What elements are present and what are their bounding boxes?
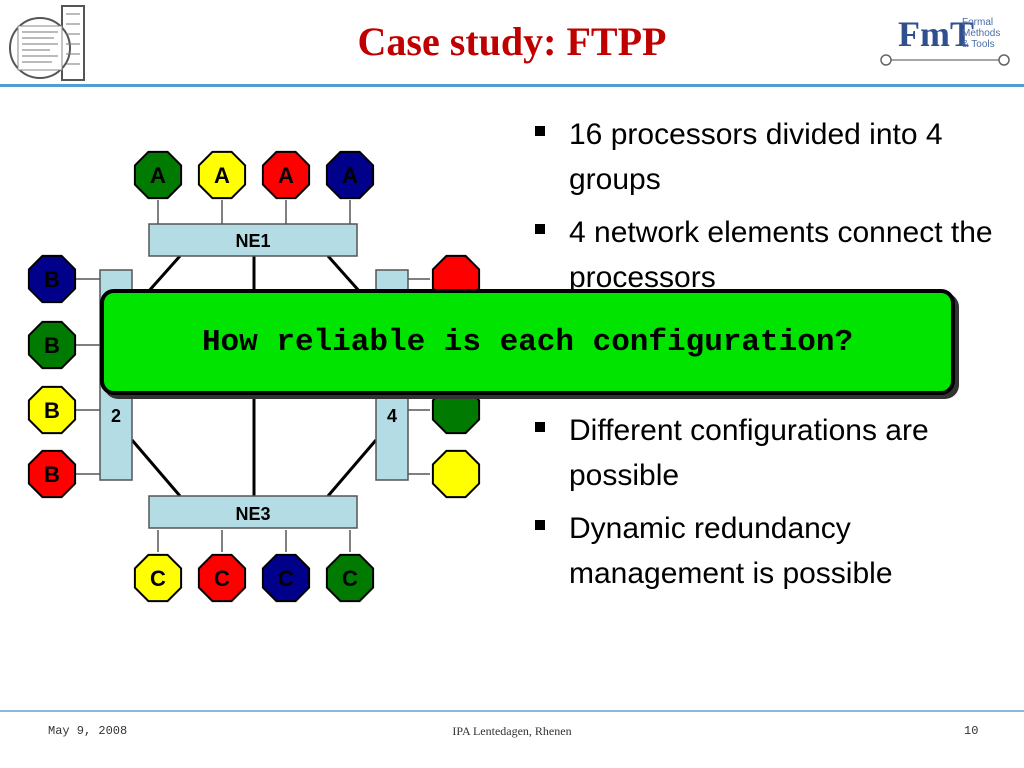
processor-label-a: A <box>214 163 230 188</box>
processor-node-d <box>431 449 481 499</box>
processor-label-a: A <box>342 163 358 188</box>
footer-event: IPA Lentedagen, Rhenen <box>452 724 572 738</box>
processor-node-d <box>431 385 481 435</box>
square-bullet-icon <box>535 422 545 432</box>
ne3-box <box>148 495 358 529</box>
processor-node-c <box>325 553 375 603</box>
processor-label-c: C <box>214 566 230 591</box>
processor-node-c <box>133 553 183 603</box>
processor-label-b: B <box>44 398 60 423</box>
question-banner: How reliable is each configuration? <box>100 289 955 395</box>
processor-node-b <box>27 320 77 370</box>
footer-date: May 9, 2008 <box>48 724 128 738</box>
fmt-logo-text: Formal Methods & Tools <box>962 17 1000 50</box>
processor-node-a <box>133 150 183 200</box>
ne4-number: 4 <box>387 406 397 426</box>
ftpp-network-diagram: NE1 NE3 2 4 A A A A C C C C B B B B <box>27 150 481 603</box>
bullet-list: 16 processors divided into 4 groups 4 ne… <box>533 112 1013 604</box>
ne1-label: NE1 <box>235 231 270 251</box>
bullet-item: 16 processors divided into 4 groups <box>533 112 1013 202</box>
processor-label-c: C <box>150 566 166 591</box>
processor-label-b: B <box>44 462 60 487</box>
processor-node-a <box>197 150 247 200</box>
processor-label-b: B <box>44 333 60 358</box>
ne2-number: 2 <box>111 406 121 426</box>
processor-node-a <box>261 150 311 200</box>
processor-node-b <box>27 449 77 499</box>
square-bullet-icon <box>535 520 545 530</box>
ne1-box <box>148 223 358 257</box>
processor-node-c <box>197 553 247 603</box>
processor-label-c: C <box>278 566 294 591</box>
processor-node-c <box>261 553 311 603</box>
processor-label-b: B <box>44 267 60 292</box>
fmt-logo-line: Formal <box>962 17 994 28</box>
fmt-logo-line: Methods <box>962 28 1001 39</box>
banner-text: How reliable is each configuration? <box>201 324 854 360</box>
processor-node-b <box>27 254 77 304</box>
fmt-logo-letters: FmT <box>898 14 974 54</box>
processor-label-c: C <box>342 566 358 591</box>
processor-label-a: A <box>278 163 294 188</box>
square-bullet-icon <box>535 126 545 136</box>
header-divider <box>0 84 1024 87</box>
processor-label-a: A <box>150 163 166 188</box>
square-bullet-icon <box>535 224 545 234</box>
bullet-item: Different configurations are possible <box>533 408 1013 498</box>
ne3-label: NE3 <box>235 504 270 524</box>
footer-divider <box>0 710 1024 712</box>
university-logo <box>9 5 85 81</box>
processor-node-a <box>325 150 375 200</box>
fmt-logo: FmT Formal Methods & Tools <box>878 10 1018 70</box>
bullet-item: Dynamic redundancy management is possibl… <box>533 506 1013 596</box>
slide-title: Case study: FTPP <box>357 19 667 64</box>
processor-node-b <box>27 385 77 435</box>
page-number: 10 <box>964 724 979 738</box>
bullet-item: 4 network elements connect the processor… <box>533 210 1013 300</box>
fmt-logo-underline <box>880 54 1010 66</box>
fmt-logo-line: & Tools <box>962 39 995 50</box>
